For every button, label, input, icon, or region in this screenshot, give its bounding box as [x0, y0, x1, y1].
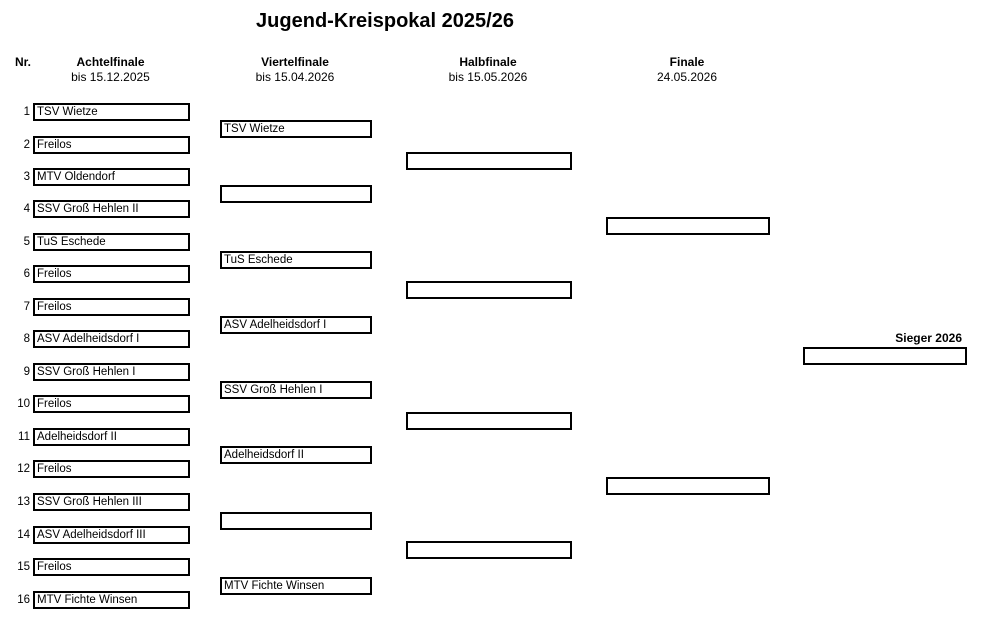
- round-name: Viertelfinale: [261, 55, 329, 69]
- seed-number: 2: [23, 139, 30, 151]
- quarterfinal-team-box: SSV Groß Hehlen I: [220, 381, 372, 399]
- seed-number: 7: [23, 301, 30, 313]
- winner-team-box: [803, 347, 967, 365]
- round16-team-box: TSV Wietze: [33, 103, 190, 121]
- quarterfinal-team-box: MTV Fichte Winsen: [220, 577, 372, 595]
- quarterfinal-team-box: Adelheidsdorf II: [220, 446, 372, 464]
- round16-team-box: Freilos: [33, 298, 190, 316]
- semifinal-team-box: [406, 412, 572, 430]
- round16-team-box: Freilos: [33, 460, 190, 478]
- semifinal-team-box: [406, 152, 572, 170]
- seed-number: 1: [23, 106, 30, 118]
- round-header-finale: Finale 24.05.2026: [606, 55, 768, 85]
- round-name: Achtelfinale: [76, 55, 145, 69]
- seed-number: 6: [23, 268, 30, 280]
- quarterfinal-team-box: ASV Adelheidsdorf I: [220, 316, 372, 334]
- seed-number: 16: [17, 594, 30, 606]
- semifinal-team-box: [406, 281, 572, 299]
- page-title: Jugend-Kreispokal 2025/26: [256, 10, 514, 32]
- round16-team-box: Freilos: [33, 395, 190, 413]
- round-name: Halbfinale: [459, 55, 517, 69]
- round-date: bis 15.05.2026: [448, 70, 528, 84]
- seed-number: 10: [17, 398, 30, 410]
- quarterfinal-team-box: [220, 512, 372, 530]
- round16-team-box: TuS Eschede: [33, 233, 190, 251]
- final-team-box: [606, 477, 770, 495]
- round16-team-box: ASV Adelheidsdorf I: [33, 330, 190, 348]
- semifinal-team-box: [406, 541, 572, 559]
- round16-team-box: Freilos: [33, 558, 190, 576]
- round16-team-box: SSV Groß Hehlen III: [33, 493, 190, 511]
- seed-number: 13: [17, 496, 30, 508]
- winner-label: Sieger 2026: [895, 331, 962, 345]
- round-date: 24.05.2026: [656, 70, 718, 84]
- final-team-box: [606, 217, 770, 235]
- round16-team-box: Freilos: [33, 265, 190, 283]
- seed-number: 9: [23, 366, 30, 378]
- round16-team-box: ASV Adelheidsdorf III: [33, 526, 190, 544]
- quarterfinal-team-box: TuS Eschede: [220, 251, 372, 269]
- round-date: bis 15.04.2026: [255, 70, 335, 84]
- seed-number: 12: [17, 463, 30, 475]
- round-date: bis 15.12.2025: [71, 70, 150, 84]
- round16-team-box: SSV Groß Hehlen I: [33, 363, 190, 381]
- round16-team-box: MTV Oldendorf: [33, 168, 190, 186]
- seed-number: 15: [17, 561, 30, 573]
- round16-team-box: Freilos: [33, 136, 190, 154]
- round16-team-box: MTV Fichte Winsen: [33, 591, 190, 609]
- round-name: Finale: [669, 55, 705, 69]
- column-header-nr: Nr.: [14, 55, 31, 69]
- seed-number: 3: [23, 171, 30, 183]
- round-header-halbfinale: Halbfinale bis 15.05.2026: [406, 55, 570, 85]
- seed-number: 11: [18, 431, 30, 443]
- quarterfinal-team-box: TSV Wietze: [220, 120, 372, 138]
- round16-team-box: Adelheidsdorf II: [33, 428, 190, 446]
- seed-number: 8: [23, 333, 30, 345]
- round-header-achtelfinale: Achtelfinale bis 15.12.2025: [33, 55, 188, 85]
- round16-team-box: SSV Groß Hehlen II: [33, 200, 190, 218]
- round-header-viertelfinale: Viertelfinale bis 15.04.2026: [220, 55, 370, 85]
- quarterfinal-team-box: [220, 185, 372, 203]
- seed-number: 4: [23, 203, 30, 215]
- seed-number: 14: [17, 529, 30, 541]
- seed-number: 5: [23, 236, 30, 248]
